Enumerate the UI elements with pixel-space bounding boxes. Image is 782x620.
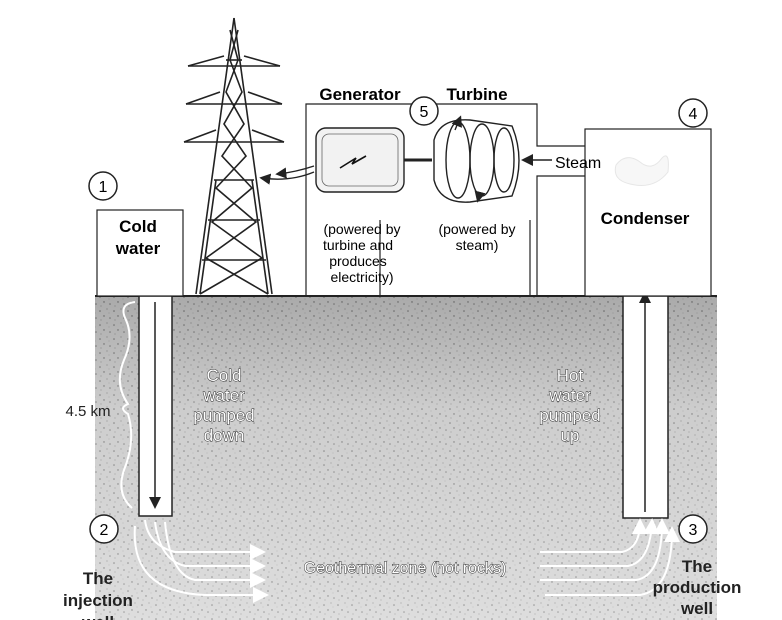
condenser-label: Condenser bbox=[601, 209, 690, 228]
depth-label: 4.5 km bbox=[65, 403, 110, 420]
cold-flow-line2: water bbox=[202, 386, 245, 405]
turbine-label: Turbine bbox=[446, 85, 507, 104]
hot-flow-line3: pumped bbox=[539, 406, 600, 425]
step-1-badge: 1 bbox=[88, 171, 118, 201]
svg-text:1: 1 bbox=[99, 179, 108, 196]
production-well-line3: well bbox=[680, 599, 713, 618]
cold-water-building bbox=[96, 209, 184, 297]
injection-well-shaft bbox=[138, 295, 173, 517]
geothermal-zone-label: Geothermal zone (hot rocks) bbox=[304, 560, 507, 577]
step-2-badge: 2 bbox=[89, 514, 119, 544]
cold-water-label-line2: water bbox=[115, 239, 161, 258]
hot-flow-line1: Hot bbox=[557, 366, 584, 385]
cold-water-label-line1: Cold bbox=[119, 217, 157, 236]
turbine-note-2: steam) bbox=[456, 237, 499, 253]
turbine bbox=[433, 115, 520, 203]
generator-label: Generator bbox=[319, 85, 401, 104]
geothermal-flow-arrows bbox=[133, 518, 680, 603]
power-line-arrows bbox=[259, 165, 315, 185]
electricity-pylon bbox=[183, 17, 285, 295]
generator bbox=[315, 127, 432, 193]
hot-flow-line2: water bbox=[548, 386, 591, 405]
production-well-line2: production bbox=[653, 578, 742, 597]
lightning-icon bbox=[339, 155, 367, 169]
turbine-note-1: (powered by bbox=[438, 221, 515, 237]
condenser-building bbox=[584, 128, 712, 297]
generator-note-1: (powered by bbox=[323, 221, 400, 237]
svg-text:4: 4 bbox=[689, 106, 698, 123]
svg-text:5: 5 bbox=[420, 104, 429, 121]
generator-note-3: produces bbox=[329, 253, 387, 269]
cold-flow-line1: Cold bbox=[207, 366, 242, 385]
step-3-badge: 3 bbox=[678, 514, 708, 544]
cold-flow-line4: down bbox=[204, 426, 245, 445]
generator-note-4: electricity) bbox=[330, 269, 393, 285]
hot-flow-line4: up bbox=[561, 426, 580, 445]
step-5-badge: 5 bbox=[409, 96, 439, 126]
step-4-badge: 4 bbox=[678, 98, 708, 128]
production-well-line1: The bbox=[682, 557, 712, 576]
injection-well-line1: The bbox=[83, 569, 113, 588]
injection-well-line3: well bbox=[81, 613, 114, 620]
generator-note-2: turbine and bbox=[323, 237, 393, 253]
depth-bracket bbox=[118, 301, 136, 509]
production-well-shaft bbox=[622, 291, 669, 519]
svg-text:2: 2 bbox=[100, 522, 109, 539]
injection-well-line2: injection bbox=[63, 591, 133, 610]
cold-flow-line3: pumped bbox=[193, 406, 254, 425]
svg-text:3: 3 bbox=[689, 522, 698, 539]
steam-cloud bbox=[614, 155, 669, 186]
steam-label: Steam bbox=[555, 155, 601, 172]
